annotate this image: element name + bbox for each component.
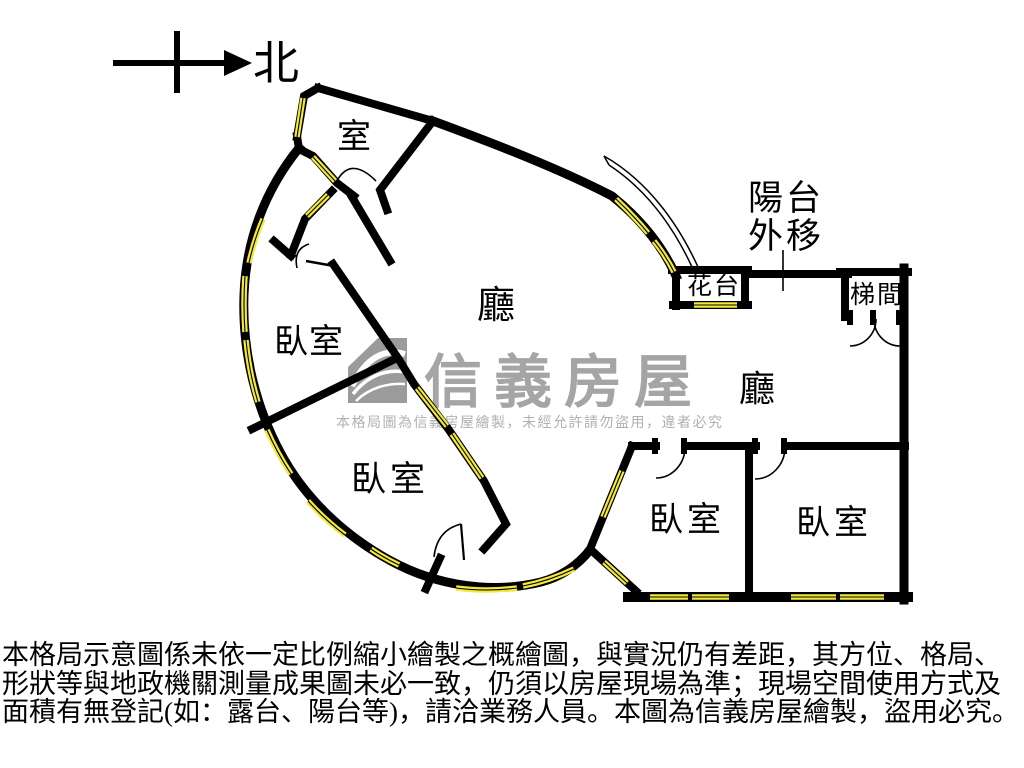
balcony-original-outline bbox=[603, 155, 699, 268]
window-centerlines bbox=[243, 97, 884, 598]
watermark-notice: 本格局圖為信義房屋繪製，未經允許請勿盜用，違者必究 bbox=[336, 414, 724, 431]
disclaimer-line-2: 形狀等與地政機關測量成果圖未必一致，仍須以房屋現場為準；現場空間使用方式及 bbox=[2, 668, 1001, 699]
watermark-brand: 信義房屋 bbox=[424, 350, 704, 415]
label-balcony-note-1: 陽台 bbox=[748, 179, 824, 218]
label-stair-hall: 梯間 bbox=[850, 281, 904, 309]
disclaimer-line-1: 本格局示意圖係未依一定比例縮小繪製之概繪圖，與實況仍有差距，其方位、格局、 bbox=[2, 640, 1001, 670]
watermark-logo-swoosh bbox=[348, 338, 378, 367]
door-jambs bbox=[652, 310, 902, 454]
disclaimer-line-3: 面積有無登記(如：露台、陽台等)，請洽業務人員。本圖為信義房屋繪製，盜用必究。 bbox=[2, 697, 1019, 727]
label-balcony-note-2: 外移 bbox=[748, 217, 824, 256]
disclaimer-text: 本格局示意圖係未依一定比例縮小繪製之概繪圖，與實況仍有差距，其方位、格局、 形狀… bbox=[2, 641, 1023, 727]
label-flower-stand: 花台 bbox=[687, 272, 741, 300]
label-bedroom-bottom-left: 臥室 bbox=[351, 460, 429, 499]
north-label: 北 bbox=[253, 38, 299, 89]
label-main-hall: 廳 bbox=[477, 285, 515, 327]
label-right-hall: 廳 bbox=[739, 369, 775, 409]
north-arrow-icon bbox=[113, 31, 252, 93]
label-top-room: 室 bbox=[337, 118, 371, 156]
label-bedroom-top-left: 臥室 bbox=[274, 323, 344, 361]
room-labels: 北 室 廳 廳 臥室 臥室 臥室 臥室 花台 梯間 陽台 外移 bbox=[253, 38, 904, 542]
label-bedroom-bottom-right: 臥室 bbox=[796, 504, 872, 542]
label-bedroom-bottom-mid: 臥室 bbox=[649, 501, 725, 539]
door-swings bbox=[295, 167, 901, 561]
